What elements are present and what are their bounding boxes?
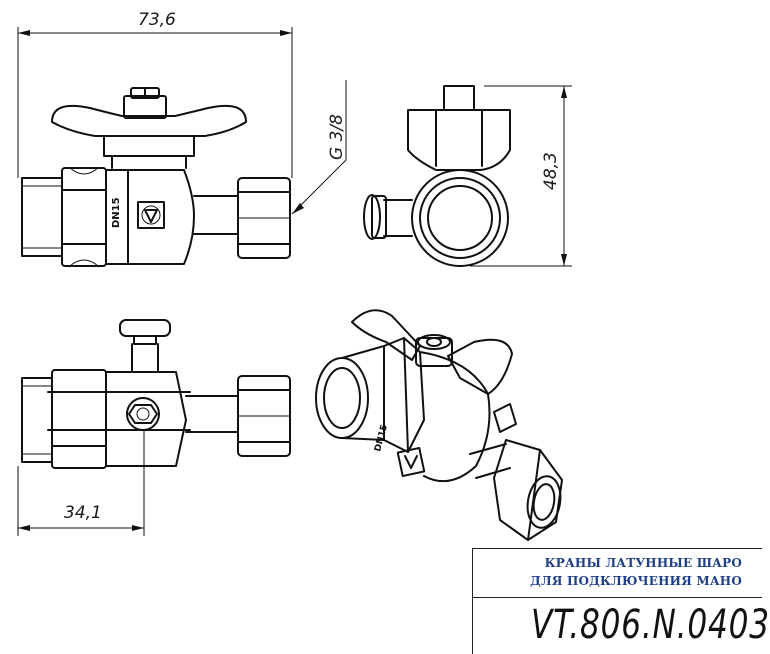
dimension-label-thread: G 3/8	[327, 114, 347, 160]
dimension-label-half-length: 34,1	[64, 503, 102, 523]
valve-front-view: DN15	[21, 87, 291, 267]
dimension-overall-length: 73,6	[17, 10, 293, 178]
drawing-code: VT.806.N.0403	[531, 602, 770, 648]
dimension-height: 48,3	[470, 85, 572, 267]
dimension-label-overall-length: 73,6	[138, 10, 176, 30]
valve-isometric-view: DN15	[315, 309, 563, 541]
title-block-line2: ДЛЯ ПОДКЛЮЧЕНИЯ МАНО	[530, 574, 742, 588]
dimension-label-height: 48,3	[541, 152, 561, 190]
body-marking-isometric: DN15	[373, 424, 390, 453]
valve-side-view	[363, 85, 511, 267]
title-block-name-cell: КРАНЫ ЛАТУННЫЕ ШАРО ДЛЯ ПОДКЛЮЧЕНИЯ МАНО	[472, 548, 762, 598]
valve-top-view	[21, 319, 291, 469]
technical-drawing: 73,6 DN15	[17, 10, 572, 541]
dimension-half-length: 34,1	[17, 430, 145, 536]
title-block: КРАНЫ ЛАТУННЫЕ ШАРО ДЛЯ ПОДКЛЮЧЕНИЯ МАНО…	[472, 548, 769, 654]
body-marking-front: DN15	[111, 197, 122, 228]
title-block-line1: КРАНЫ ЛАТУННЫЕ ШАРО	[544, 556, 742, 570]
title-block-code-cell: VT.806.N.0403	[472, 598, 769, 654]
dimension-thread: G 3/8	[291, 80, 347, 215]
